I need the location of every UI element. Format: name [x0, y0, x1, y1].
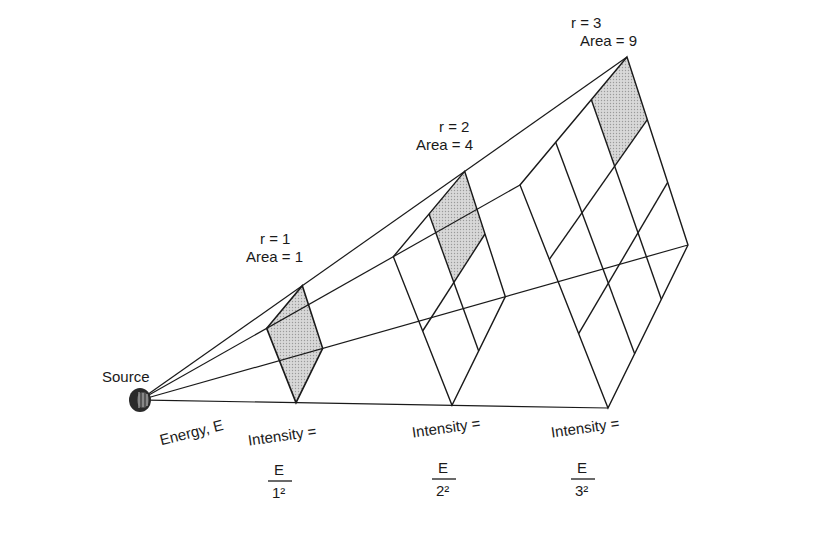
- distance-label: r = 2: [437, 118, 471, 135]
- area-grids: [267, 57, 688, 408]
- grid-line: [556, 142, 635, 353]
- distance-label: r = 3: [569, 14, 603, 31]
- area-square: [267, 286, 323, 403]
- denominator: 2²: [434, 482, 451, 499]
- source-symbol: [129, 388, 151, 412]
- spreading-rays: [148, 57, 688, 408]
- grid-line: [549, 120, 647, 260]
- denominator: 3²: [573, 482, 590, 499]
- numerator: E: [272, 461, 286, 478]
- intensity-label: Intensity =: [548, 414, 622, 441]
- grid-line: [579, 182, 668, 333]
- intensity-label: Intensity =: [245, 422, 319, 449]
- area-square: [393, 171, 505, 405]
- unit-area-cell: [591, 57, 647, 166]
- unit-area-cell: [429, 171, 485, 282]
- ray-line: [148, 185, 520, 395]
- distance-label: r = 1: [258, 230, 292, 247]
- denominator: 1²: [270, 484, 287, 501]
- shaded-unit-area: [267, 57, 648, 403]
- intensity-label: Intensity =: [409, 414, 483, 441]
- ray-line: [148, 245, 688, 398]
- numerator: E: [436, 459, 450, 476]
- unit-area-cell: [267, 286, 323, 403]
- grid-line: [429, 214, 479, 351]
- area-label: Area = 1: [244, 248, 305, 265]
- numerator: E: [575, 459, 589, 476]
- area-square: [520, 57, 688, 408]
- ray-line: [148, 400, 608, 408]
- ray-line: [148, 57, 627, 394]
- area-label: Area = 9: [578, 32, 639, 49]
- fraction-bars: [268, 479, 595, 481]
- area-label: Area = 4: [414, 136, 475, 153]
- energy-label: Energy, E: [156, 416, 227, 449]
- source-label: Source: [100, 368, 152, 385]
